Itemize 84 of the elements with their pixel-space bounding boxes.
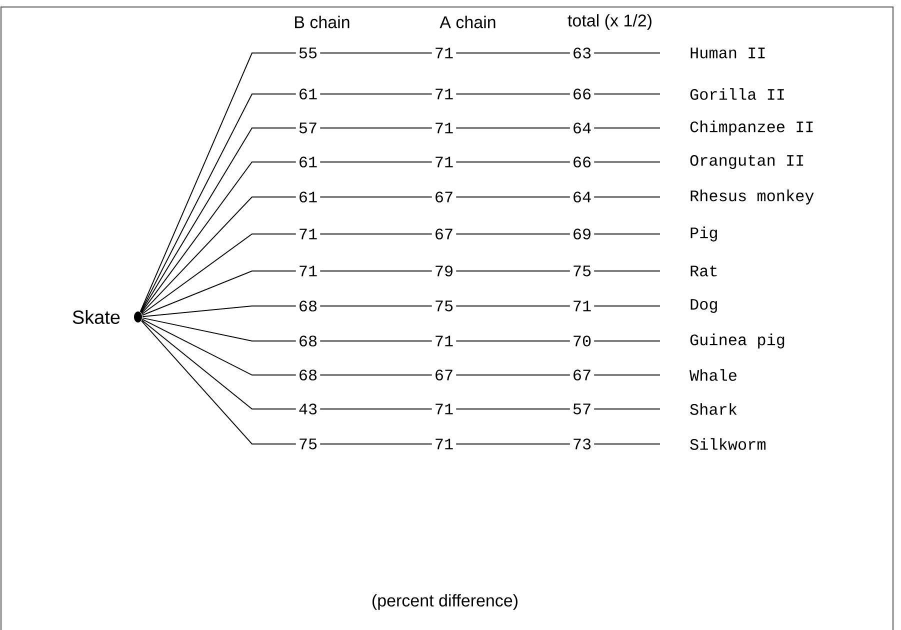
connector-line (456, 408, 570, 410)
percent-value: 71 (436, 156, 453, 168)
connector-line (456, 270, 570, 272)
percent-value: 64 (574, 192, 591, 202)
connector-line (594, 270, 660, 272)
species-name: Pig (690, 226, 717, 242)
species-name: Shark (690, 403, 737, 415)
species-name: Human II (690, 48, 765, 58)
species-name: Dog (690, 299, 717, 313)
percent-value: 63 (574, 48, 591, 58)
species-name: Orangutan II (690, 155, 804, 169)
percent-value: 64 (574, 122, 591, 134)
connector-line (594, 340, 660, 342)
percent-value: 71 (436, 88, 453, 100)
connector-line (140, 52, 296, 312)
dot (134, 312, 142, 322)
species-name: Rat (690, 266, 717, 276)
axis-note: (percent difference) (372, 594, 518, 610)
percent-value: 67 (436, 370, 452, 380)
percent-value: 61 (300, 88, 317, 100)
percent-value: 57 (299, 122, 316, 134)
connector-line (320, 270, 432, 272)
percent-value: 71 (436, 404, 453, 414)
connector-line (456, 52, 570, 54)
percent-value: 67 (436, 228, 452, 240)
percent-value: 75 (436, 300, 453, 312)
connector-line (142, 317, 296, 342)
percent-value: 66 (574, 156, 591, 168)
connector-line (320, 408, 432, 410)
species-name: Guinea pig (690, 334, 784, 348)
column-heading: total (x 1/2) (568, 14, 652, 30)
percent-value: 71 (436, 122, 453, 134)
connector-line (594, 408, 660, 410)
percent-value: 75 (574, 266, 591, 276)
percent-value: 67 (574, 370, 590, 380)
percent-value: 79 (436, 266, 452, 276)
column-heading: A chain (440, 16, 496, 28)
connector-line (141, 196, 296, 314)
connector-line (142, 318, 296, 376)
connector-line (140, 162, 296, 314)
connector-line (456, 340, 570, 342)
percent-value: 61 (300, 156, 317, 168)
species-name: Silkworm (690, 438, 766, 450)
percent-value: 68 (300, 336, 317, 346)
percent-value: 71 (436, 438, 453, 450)
connector-line (140, 94, 296, 313)
connector-line (142, 270, 296, 316)
species-name: Gorilla II (690, 88, 784, 100)
species-name: Chimpanzee II (690, 120, 813, 136)
percent-value: 69 (574, 228, 590, 240)
connector-line (141, 234, 296, 315)
percent-value: 67 (436, 192, 452, 202)
connector-line (594, 196, 660, 198)
percent-value: 55 (299, 48, 317, 58)
connector-line (456, 196, 570, 198)
connector-line (320, 340, 432, 342)
species-name: Rhesus monkey (690, 190, 814, 204)
percent-value: 68 (300, 300, 317, 312)
connector-line (320, 196, 432, 198)
connector-line (140, 128, 296, 313)
connector-line (594, 374, 660, 376)
percent-value: 43 (299, 404, 317, 414)
percent-value: 68 (300, 370, 317, 380)
percent-value: 73 (574, 438, 591, 450)
connector-line (320, 52, 432, 54)
percent-value: 70 (574, 336, 591, 346)
connector-line (594, 52, 660, 54)
column-heading: B chain (295, 16, 350, 28)
connector-line (320, 374, 432, 376)
percent-value: 71 (300, 266, 317, 276)
percent-value: 71 (574, 300, 591, 312)
beside-label: Skate (72, 310, 120, 324)
percent-value: 57 (573, 404, 590, 414)
connector-line (456, 374, 570, 376)
percent-value: 61 (300, 192, 317, 202)
connector-line (140, 320, 296, 444)
percent-value: 71 (436, 48, 453, 58)
connector-line (141, 320, 296, 410)
percent-value: 71 (300, 228, 317, 240)
percent-value: 71 (436, 336, 453, 346)
percent-value: 66 (574, 88, 591, 100)
species-name: Whale (690, 369, 736, 381)
percent-value: 75 (300, 438, 317, 450)
connector-line (142, 306, 296, 318)
